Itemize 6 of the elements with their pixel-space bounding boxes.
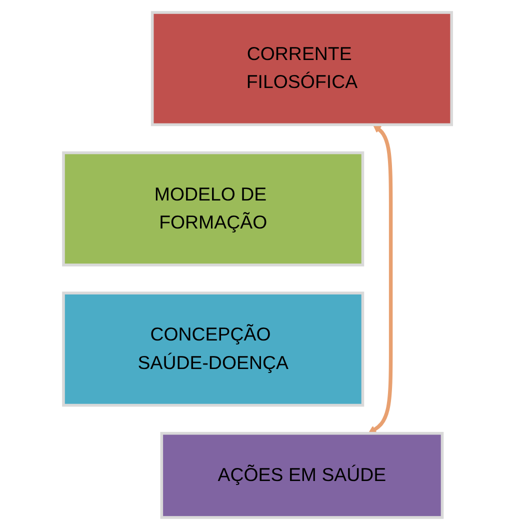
node-box [62, 292, 364, 407]
diagram: CORRENTE FILOSÓFICA MODELO DE FORMAÇÃO CONCEPÇÃO SAÚDE-DOENÇA AÇÕES EM SAÚDE [56, 5, 460, 525]
node-box [62, 151, 364, 266]
node-box [160, 432, 444, 519]
node-box [150, 11, 453, 126]
arrow [368, 124, 393, 434]
